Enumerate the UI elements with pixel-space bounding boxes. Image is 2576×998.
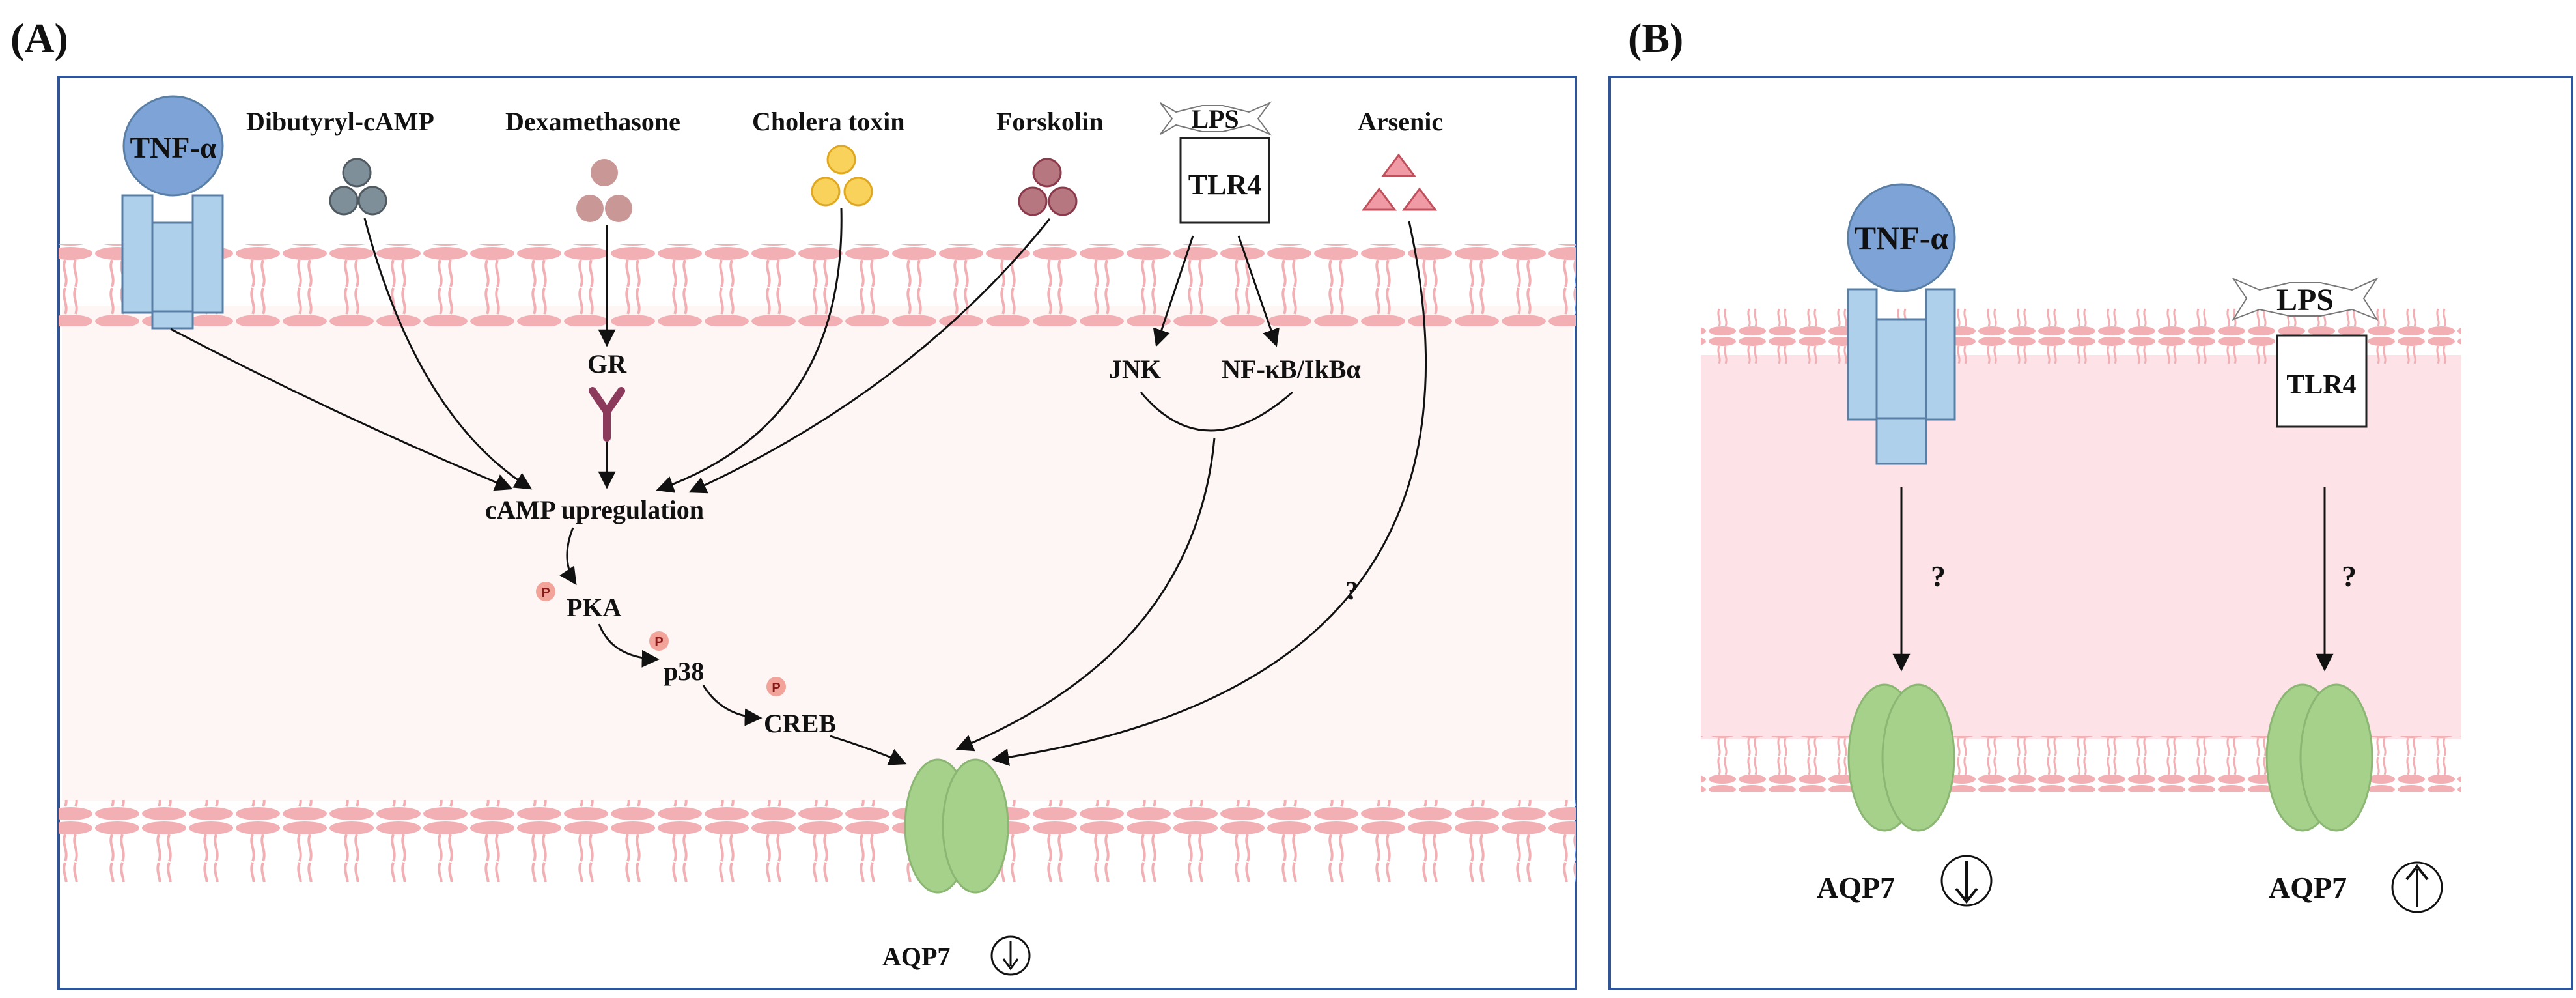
cholera-toxin-label: Cholera toxin	[752, 107, 904, 136]
lps-label-b: LPS	[2276, 283, 2334, 317]
arsenic-unknown-mark: ?	[1345, 576, 1358, 605]
arrow-jnk-nfkb-to-aqp7	[955, 437, 1216, 752]
pka-label: PKA	[567, 593, 622, 622]
arrow-camp-to-pka	[559, 527, 577, 586]
panel-a-cytoplasm	[62, 306, 1573, 801]
camp-upregulation-label: cAMP upregulation	[485, 495, 704, 524]
arrow-tlr4-to-nfkb	[1237, 235, 1280, 347]
tlr4-label-b: TLR4	[2286, 370, 2356, 400]
pka-phospho-text: P	[541, 586, 550, 600]
tnf-ligand-b	[1847, 183, 1956, 292]
forskolin-label: Forskolin	[996, 107, 1103, 136]
cholera-toxin-molecule	[811, 145, 873, 207]
p38-phospho-text: P	[654, 635, 663, 649]
up-arrow-icon-b	[2405, 864, 2429, 907]
arrow-tlr4-to-jnk	[1153, 235, 1194, 347]
panel-a-label: (A)	[10, 15, 68, 61]
dibutyryl-camp-label: Dibutyryl-cAMP	[246, 107, 434, 136]
tnf-label-a: TNF-α	[130, 131, 217, 164]
down-arrow-icon-a	[1002, 941, 1019, 971]
question-mark-left: ?	[1931, 560, 1946, 593]
arrow-pka-to-p38	[598, 623, 660, 668]
tlr4-box-a	[1179, 137, 1270, 224]
arrow-arsenic-to-aqp7	[991, 221, 1427, 766]
creb-phospho-badge	[766, 677, 786, 696]
tnf-receptor-a	[121, 194, 224, 330]
arrow-forskolin-to-camp	[688, 218, 1051, 494]
aqp7-channel-b-left	[1847, 683, 1955, 832]
creb-phospho-text: P	[772, 681, 780, 695]
arsenic-label: Arsenic	[1358, 107, 1443, 136]
dexamethasone-molecule	[576, 159, 632, 222]
gr-label: GR	[587, 349, 627, 378]
lps-star-b	[2232, 277, 2379, 321]
arsenic-molecule	[1362, 153, 1437, 211]
gr-receptor-icon	[589, 387, 625, 442]
arrow-cholera-to-camp	[656, 208, 843, 493]
pka-phospho-badge	[536, 582, 555, 601]
aqp7-channel-a	[904, 758, 1009, 894]
dibutyryl-camp-molecule	[329, 158, 387, 216]
tnf-label-b: TNF-α	[1855, 220, 1949, 256]
forskolin-molecule	[1018, 158, 1078, 216]
arrow-dibutyryl-to-camp	[363, 218, 533, 490]
lps-star-a	[1160, 101, 1272, 136]
panel-a-arrows	[170, 208, 1427, 766]
p38-phospho-badge	[649, 631, 669, 651]
tnf-receptor-b	[1847, 288, 1956, 465]
panel-a-top-membrane	[59, 244, 1576, 326]
lps-label-a: LPS	[1191, 104, 1239, 134]
arc-jnk-nfkb	[1140, 391, 1293, 432]
aqp7-channel-b-right	[2265, 683, 2373, 832]
panel-a-bottom-membrane	[59, 800, 1576, 882]
tlr4-box-b	[2276, 334, 2368, 428]
jnk-label: JNK	[1109, 354, 1161, 384]
panel-b-label: (B)	[1628, 15, 1683, 61]
arrow-creb-to-aqp7	[830, 735, 907, 765]
p38-label: p38	[664, 657, 704, 686]
aqp7-label-a: AQP7	[882, 942, 950, 971]
question-mark-right: ?	[2342, 560, 2357, 593]
dexamethasone-label: Dexamethasone	[505, 107, 680, 136]
aqp7-label-b-right: AQP7	[2269, 871, 2347, 904]
down-arrow-icon-b	[1955, 861, 1978, 904]
creb-label: CREB	[764, 709, 836, 738]
arrow-tnf-to-camp	[170, 328, 513, 491]
tnf-ligand-a	[122, 95, 224, 197]
arrow-p38-to-creb	[702, 685, 763, 726]
nfkb-label: NF-κB/IkBα	[1222, 354, 1360, 384]
tlr4-label-a: TLR4	[1188, 169, 1261, 201]
aqp7-label-b-left: AQP7	[1817, 871, 1895, 904]
